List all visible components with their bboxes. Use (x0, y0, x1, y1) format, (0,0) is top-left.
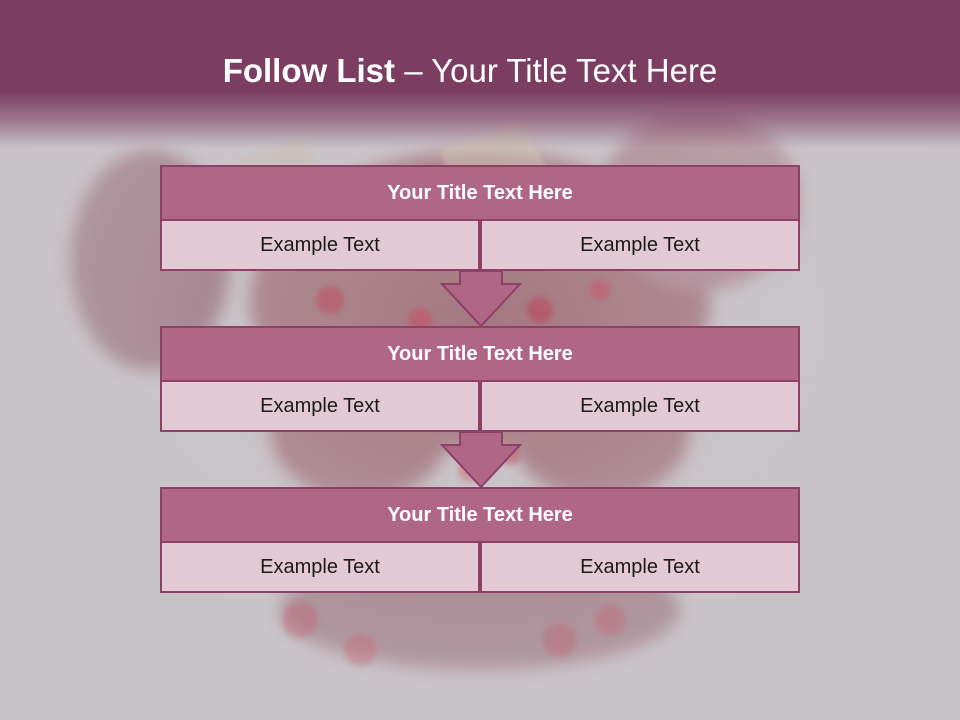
block-title-3: Your Title Text Here (160, 487, 800, 543)
block-title-2: Your Title Text Here (160, 326, 800, 382)
slide-title-rest: – Your Title Text Here (395, 52, 718, 89)
block-3-right-text: Example Text (480, 543, 800, 593)
list-block-1: Your Title Text Here Example Text Exampl… (160, 165, 800, 271)
block-3-left-text: Example Text (160, 543, 480, 593)
down-arrow-1 (440, 270, 522, 328)
list-block-3: Your Title Text Here Example Text Exampl… (160, 487, 800, 593)
block-1-left-text: Example Text (160, 221, 480, 271)
block-2-right-text: Example Text (480, 382, 800, 432)
down-arrow-2 (440, 431, 522, 489)
block-2-left-text: Example Text (160, 382, 480, 432)
block-row-2: Example Text Example Text (160, 382, 800, 432)
block-row-1: Example Text Example Text (160, 221, 800, 271)
block-title-1: Your Title Text Here (160, 165, 800, 221)
header-band (0, 0, 960, 148)
slide-title-bold: Follow List (222, 52, 396, 89)
slide-title: Follow List – Your Title Text Here (0, 52, 940, 90)
block-1-right-text: Example Text (480, 221, 800, 271)
list-block-2: Your Title Text Here Example Text Exampl… (160, 326, 800, 432)
block-row-3: Example Text Example Text (160, 543, 800, 593)
